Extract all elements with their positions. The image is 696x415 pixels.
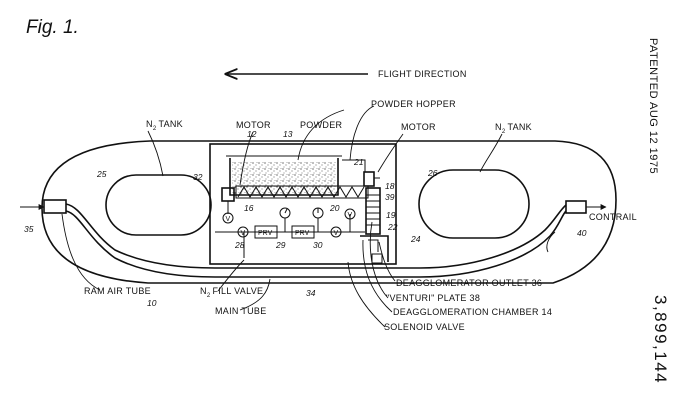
- valve-1-label: V: [226, 216, 231, 223]
- auger-housing: [235, 185, 369, 199]
- leader-motor-left: [239, 131, 254, 186]
- ref-10: 10: [147, 298, 157, 308]
- ref-26: 26: [427, 168, 438, 178]
- leader-powder: [297, 109, 345, 161]
- ref-16: 16: [244, 203, 254, 213]
- label-deagglomerator-outlet: DEAGGLOMERATOR OUTLET 36: [396, 278, 542, 288]
- prv-1: [254, 225, 278, 239]
- leader-deagglomeration-chamber: [362, 239, 393, 313]
- ref-29: 29: [275, 240, 286, 250]
- ref-21: 21: [353, 157, 364, 167]
- deagglomerator-column: [365, 187, 381, 235]
- valve-4: [344, 208, 356, 220]
- label-main-tube: MAIN TUBE: [215, 306, 267, 316]
- ref-28: 28: [234, 240, 245, 250]
- ref-35: 35: [24, 224, 34, 234]
- leader-solenoid-valve: [347, 261, 386, 328]
- leader-n2-tank-right: [479, 133, 503, 173]
- valve-2: [237, 226, 249, 238]
- label-contrail: CONTRAIL: [589, 212, 637, 222]
- motor-right: [363, 171, 375, 187]
- label-solenoid-valve: SOLENOID VALVE: [384, 322, 465, 332]
- valve-3-label: V: [334, 230, 339, 237]
- valve-3: [330, 226, 342, 238]
- ram-air-inlet: [43, 199, 67, 214]
- pod-body: [41, 140, 617, 284]
- prv-2-label: PRV: [295, 230, 310, 237]
- label-motor-left: MOTOR: [236, 120, 271, 130]
- leader-n2-fill-valve: [217, 259, 245, 292]
- figure-title: Fig. 1.: [26, 17, 79, 38]
- flight-direction-label: FLIGHT DIRECTION: [378, 69, 467, 79]
- leader-40: [546, 231, 556, 253]
- n2-tank-right: [418, 169, 530, 239]
- valve-1: [222, 212, 234, 224]
- ref-19: 19: [386, 210, 396, 220]
- leader-n2-tank-left: [147, 130, 164, 177]
- label-venturi-plate: "VENTURI" PLATE 38: [386, 293, 480, 303]
- contrail-outlet: [565, 200, 587, 214]
- main-tube-inner: [65, 210, 567, 278]
- deagglomeration-chamber: [360, 235, 389, 262]
- gauge-1-needle: [284, 208, 288, 214]
- ref-20: 20: [329, 203, 340, 213]
- powder-fill: [232, 162, 336, 194]
- leader-powder-hopper: [349, 105, 375, 161]
- auger-screw: [237, 186, 365, 198]
- ref-25: 25: [96, 169, 107, 179]
- ref-22: 22: [387, 222, 398, 232]
- ref-32: 32: [193, 172, 203, 182]
- ref-30: 30: [313, 240, 323, 250]
- valve-2-label: V: [241, 230, 246, 237]
- ref-18: 18: [385, 181, 395, 191]
- patent-date-stamp: PATENTED AUG 12 1975: [647, 38, 659, 174]
- label-ram-air-tube: RAM AIR TUBE: [84, 286, 151, 296]
- leader-ram-air-tube: [61, 213, 101, 291]
- n2-tank-left: [105, 174, 212, 236]
- hopper-feed-line: [342, 159, 366, 172]
- ref-13: 13: [283, 129, 293, 139]
- ref-24: 24: [410, 234, 421, 244]
- label-deagglomeration-chamber: DEAGGLOMERATION CHAMBER 14: [393, 307, 552, 317]
- leader-motor-right: [377, 133, 404, 173]
- ref-40: 40: [577, 228, 587, 238]
- solenoid-valve: [371, 253, 383, 264]
- label-powder: POWDER: [300, 120, 343, 130]
- main-tube-outer: [65, 203, 567, 269]
- ref-12: 12: [247, 129, 257, 139]
- leader-venturi-plate: [369, 221, 389, 299]
- leader-deagglomerator-outlet: [378, 241, 396, 282]
- label-powder-hopper: POWDER HOPPER: [371, 99, 456, 109]
- patent-number: 3,899,144: [651, 295, 670, 384]
- ref-39: 39: [385, 192, 395, 202]
- deagglomerator-outlet: [368, 239, 379, 252]
- prv-2: [291, 225, 315, 239]
- ref-34: 34: [306, 288, 316, 298]
- prv-1-label: PRV: [258, 230, 273, 237]
- label-motor-right: MOTOR: [401, 122, 436, 132]
- valve-4-label: V: [348, 212, 353, 219]
- leader-main-tube: [239, 278, 271, 311]
- powder-hopper: [229, 158, 339, 196]
